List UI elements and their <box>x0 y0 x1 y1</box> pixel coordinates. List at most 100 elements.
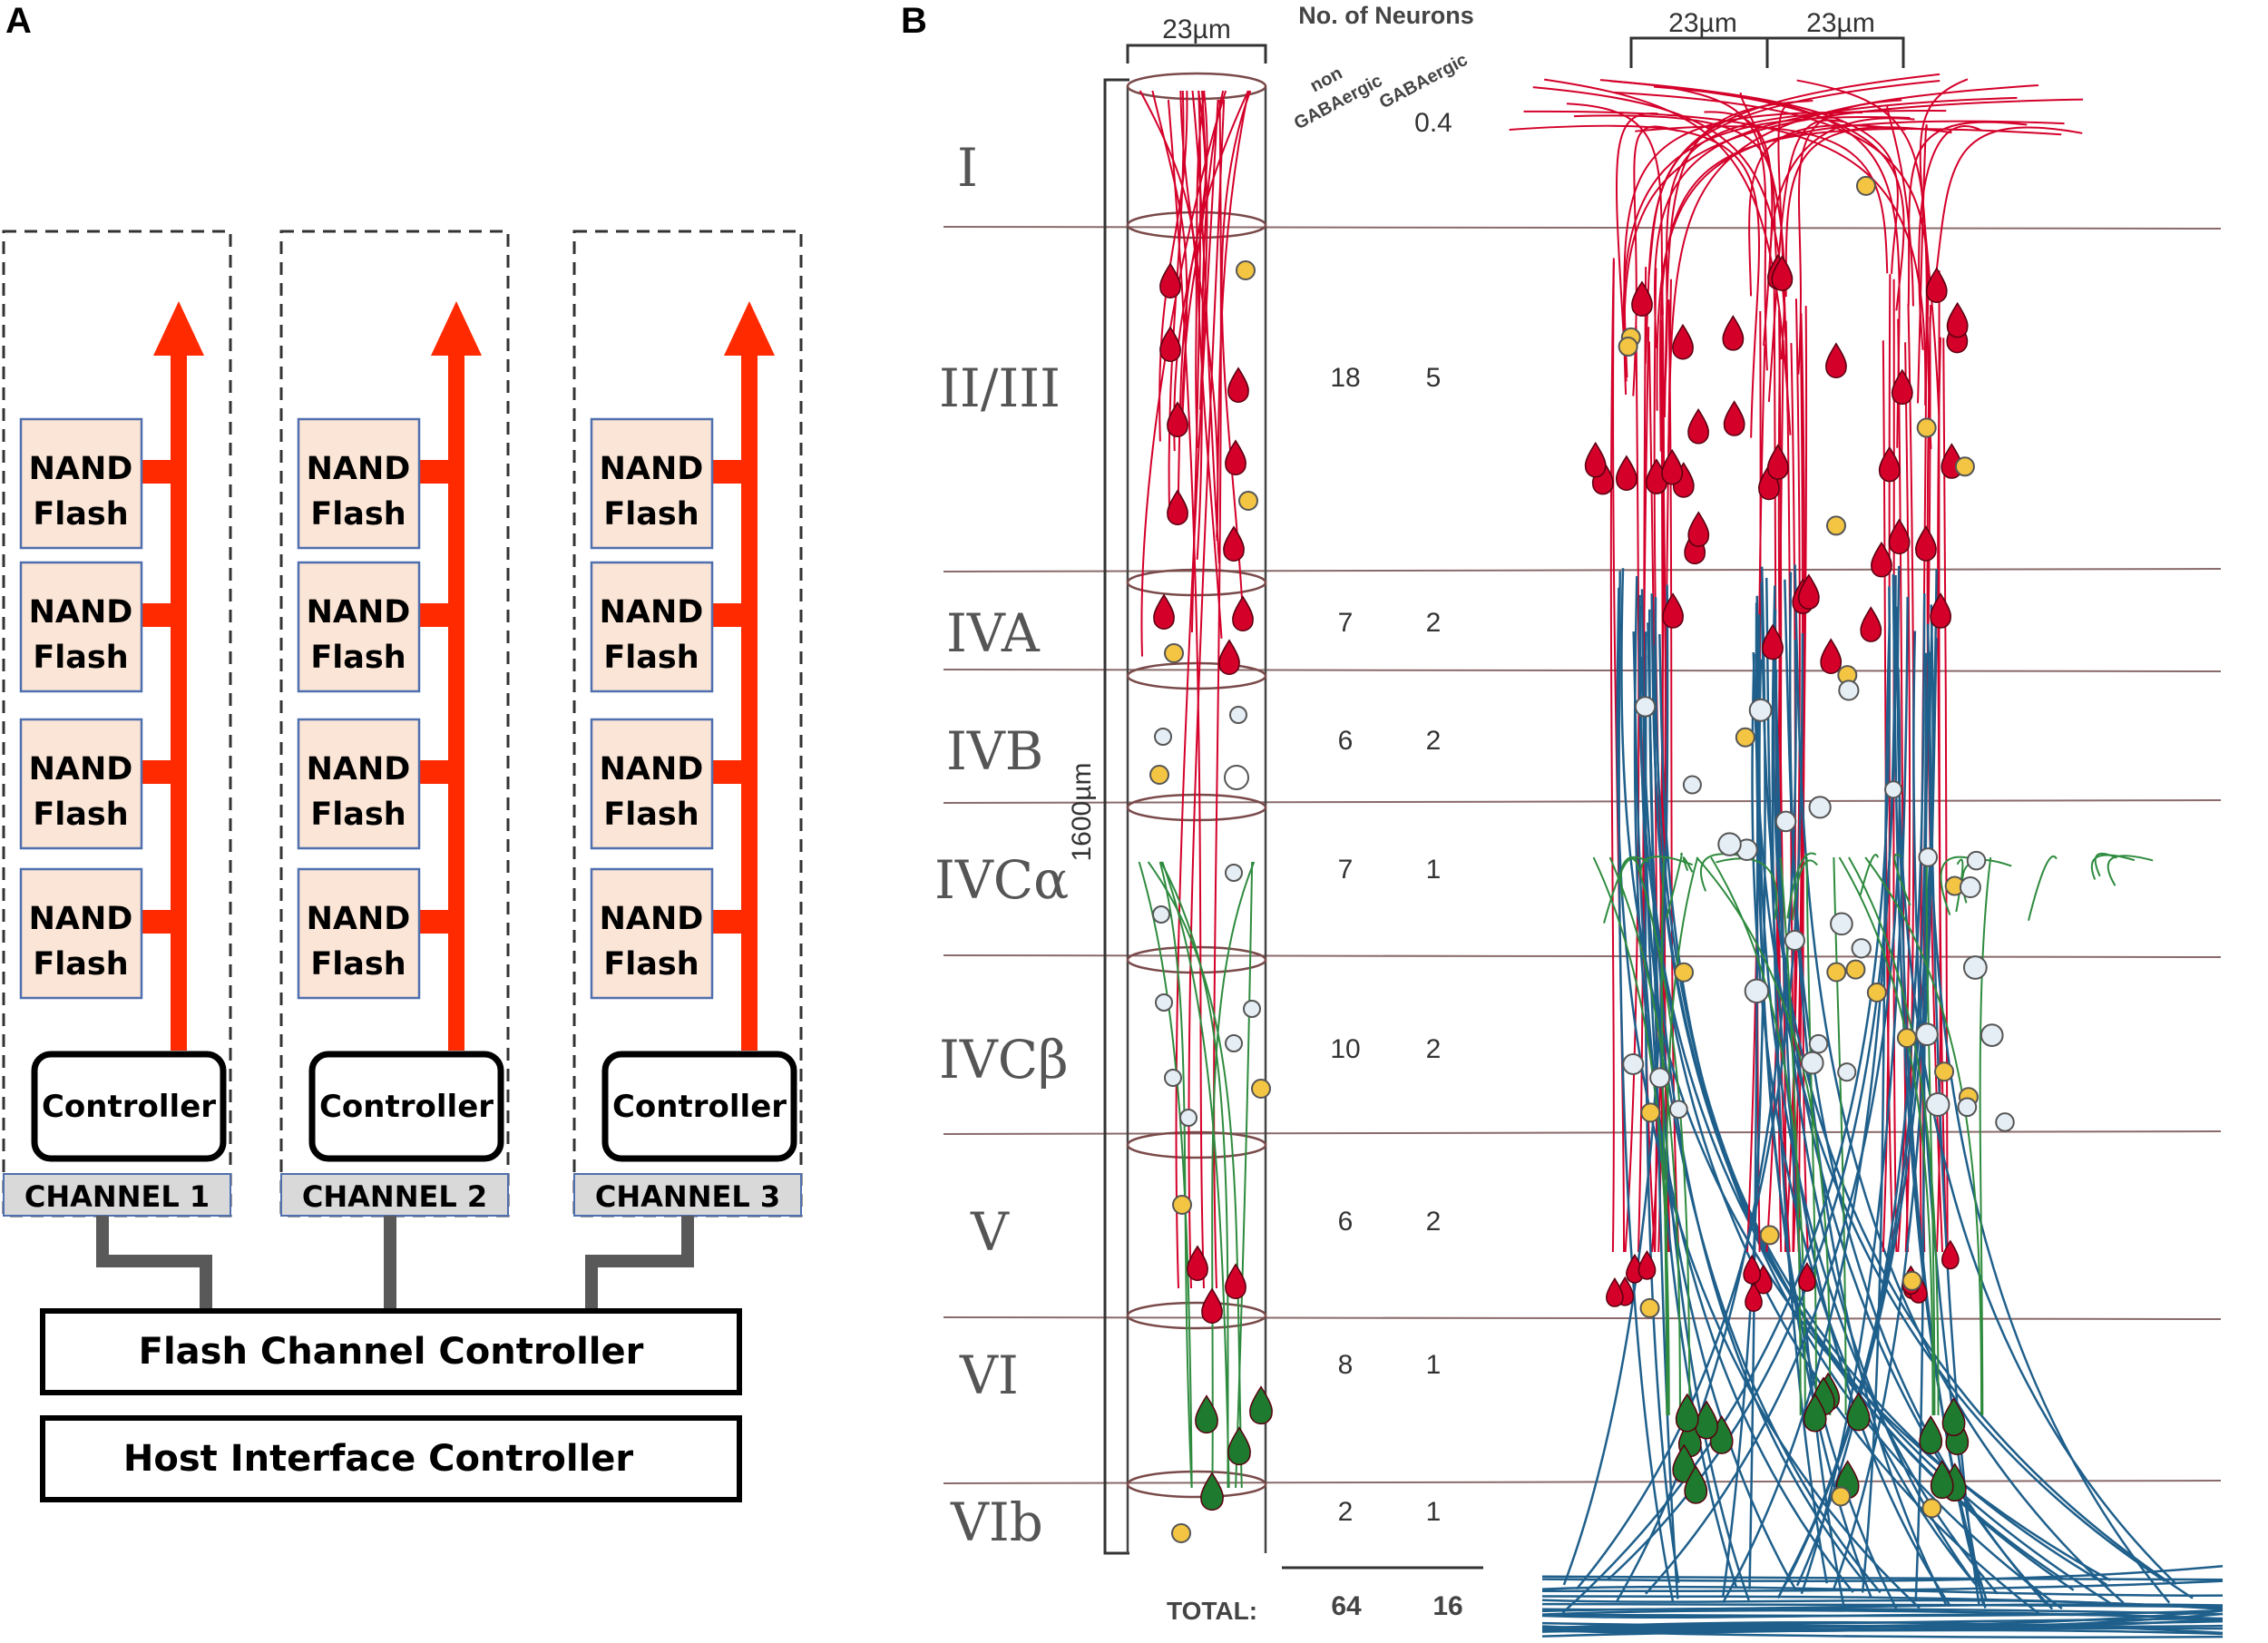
nand-flash-label-line1: NAND <box>307 901 411 937</box>
stellate-fiber <box>1161 861 1230 1489</box>
pyramidal-cell <box>1722 315 1745 351</box>
blue-axon <box>1658 633 2063 1610</box>
blue-axon <box>1914 651 1931 1602</box>
pale-cell <box>1243 1000 1261 1018</box>
interneuron-cell <box>1172 1195 1192 1215</box>
non-gabaergic-count: 7 <box>1338 855 1354 885</box>
gabaergic-count: 2 <box>1426 1207 1442 1237</box>
interneuron-cell <box>1845 959 1866 980</box>
nand-flash-label-line2: Flash <box>33 946 128 983</box>
apical-dendrite <box>1663 100 1813 418</box>
stellate-cell <box>1672 1443 1696 1483</box>
red-axon <box>1793 335 1804 1253</box>
column-layer-ellipse <box>1126 568 1267 597</box>
nand-flash-chip <box>297 561 421 693</box>
pyramidal-cell <box>1159 262 1181 298</box>
channel-label-box <box>573 1173 802 1217</box>
apical-dendrite <box>1509 124 1760 438</box>
pale-cell <box>1229 706 1247 724</box>
pale-cell <box>1915 1022 1939 1046</box>
apical-dendrite <box>1667 86 1768 371</box>
white-matter-fiber <box>1541 1602 2224 1609</box>
nand-flash-chip <box>297 867 421 1000</box>
pale-cell <box>1830 912 1853 936</box>
apical-dendrite <box>1544 78 1792 435</box>
green-fiber <box>1838 856 1934 1416</box>
pale-cell <box>1668 1100 1688 1120</box>
stellate-branch <box>2107 855 2154 886</box>
layer-boundary-line <box>943 1130 2222 1135</box>
layer-boundary-line <box>943 954 2222 958</box>
layer-boundary-line <box>943 1480 2222 1484</box>
right-scale-label-1: 23µm <box>1668 8 1737 38</box>
pale-cell <box>1838 680 1860 701</box>
apical-dendrite <box>1615 112 1658 382</box>
apical-dendrite <box>1647 79 1941 276</box>
pale-cell <box>1774 810 1797 833</box>
red-axon <box>1892 279 1898 1253</box>
nand-flash-label-line1: NAND <box>29 451 133 487</box>
apical-dendrite <box>1635 125 1889 274</box>
pale-cell <box>1225 1034 1243 1052</box>
pyramidal-cell <box>1878 445 1901 483</box>
total-gabaergic: 16 <box>1432 1591 1462 1621</box>
pyramidal-cell <box>1615 455 1637 491</box>
pale-cell <box>1959 876 1981 899</box>
pale-cell <box>1744 978 1770 1004</box>
nand-flash-chip <box>19 867 143 1000</box>
nand-flash-label-line1: NAND <box>600 901 704 937</box>
channel-label-box <box>3 1173 231 1217</box>
green-fiber <box>1979 856 1992 1416</box>
dendrite-line <box>1196 90 1223 639</box>
white-matter-fiber <box>1541 1565 2224 1582</box>
white-matter-fiber <box>1541 1613 2224 1620</box>
stellate-cell <box>1249 1385 1273 1425</box>
apical-dendrite <box>1658 128 2062 452</box>
channel-connector-line <box>585 1216 694 1311</box>
pyramidal-cell <box>1232 595 1254 631</box>
single-column-drawing <box>1126 72 1273 1553</box>
channel-label: CHANNEL 2 <box>302 1179 487 1214</box>
host-interface-controller-box <box>40 1415 742 1502</box>
pyramidal-cell <box>1891 368 1913 406</box>
pyramidal-cell <box>1159 326 1181 362</box>
pyramidal-cell <box>1187 1245 1208 1281</box>
nand-flash-label-line2: Flash <box>603 640 699 676</box>
height-label: 1600µm <box>1067 762 1097 861</box>
deep-dendrite-line <box>1175 99 1219 1289</box>
interneuron-cell <box>1238 491 1258 511</box>
pyramidal-cell <box>1687 511 1710 547</box>
nand-flash-label-line1: NAND <box>600 594 704 631</box>
total-non-gabaergic: 64 <box>1331 1591 1362 1621</box>
stellate-branch <box>1893 853 1911 906</box>
apical-dendrite <box>1523 110 1927 406</box>
layer-boundary-line <box>943 226 2222 230</box>
flash-channel-controller-box <box>40 1308 742 1395</box>
layer-label-8: VI <box>959 1345 1019 1406</box>
stellate-cell <box>1930 1460 1954 1500</box>
pale-cell <box>1962 955 1988 980</box>
nand-flash-chip <box>297 718 421 850</box>
stellate-branch <box>2090 854 2136 880</box>
interneuron-cell <box>1934 1061 1955 1082</box>
apical-dendrite <box>1667 83 2038 453</box>
deep-dendrite-line <box>1167 99 1205 1289</box>
large-pale-cell <box>1224 765 1249 790</box>
nand-flash-label-line1: NAND <box>600 451 704 487</box>
pyramidal-cell <box>1227 367 1249 403</box>
blue-axon <box>1784 579 1948 1606</box>
white-matter-fiber <box>1541 1585 2224 1597</box>
nand-flash-chip <box>297 417 421 550</box>
pyramidal-cell <box>1606 1277 1624 1307</box>
non-gabaergic-count: 10 <box>1330 1034 1360 1064</box>
stellate-cell <box>1227 1426 1251 1466</box>
stellate-cell <box>1919 1415 1943 1454</box>
nand-flash-label-line2: Flash <box>603 496 699 533</box>
interneuron-cell <box>1916 417 1937 438</box>
right-scale-label-2: 23µm <box>1806 8 1875 38</box>
pyramidal-cell <box>1201 1287 1223 1324</box>
nand-flash-label-line1: NAND <box>29 594 133 631</box>
bus-arrow-head <box>431 301 482 356</box>
nand-flash-label-line2: Flash <box>310 640 406 676</box>
blue-axon <box>1618 571 1675 1602</box>
